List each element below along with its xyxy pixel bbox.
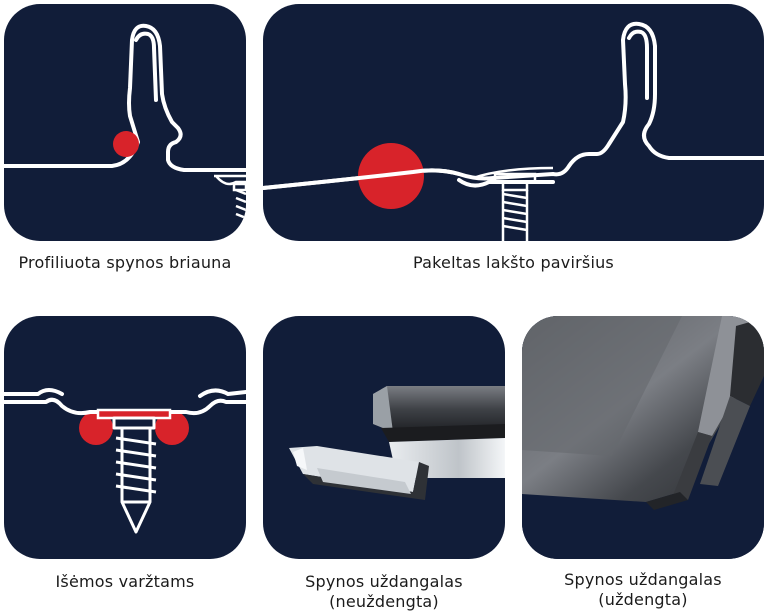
panel-raised-sheet-surface — [263, 4, 764, 241]
profiled-lock-edge-illustration — [4, 23, 246, 220]
caption-raised-sheet-surface: Pakeltas lakšto paviršius — [413, 253, 614, 272]
panel-lock-cover-open — [263, 316, 505, 559]
highlight-marker-left — [79, 411, 113, 445]
caption-profiled-lock-edge: Profiliuota spynos briauna — [18, 253, 232, 272]
lock-cover-closed-illustration — [522, 316, 764, 559]
highlight-marker — [113, 131, 139, 157]
lock-cover-open-illustration — [289, 386, 505, 500]
panel-profiled-lock-edge — [4, 4, 246, 241]
panel-screw-cutouts — [4, 316, 246, 559]
highlight-marker-right — [155, 411, 189, 445]
caption-screw-cutouts: Išėmos varžtams — [55, 572, 195, 591]
raised-sheet-surface-illustration — [263, 21, 764, 241]
screw-cutouts-illustration — [4, 388, 246, 534]
panel-lock-cover-closed — [522, 316, 764, 559]
caption-lock-cover-open: Spynos uždangalas (neuždengta) — [305, 572, 463, 611]
caption-lock-cover-closed: Spynos uždangalas (uždengta) — [564, 570, 722, 609]
